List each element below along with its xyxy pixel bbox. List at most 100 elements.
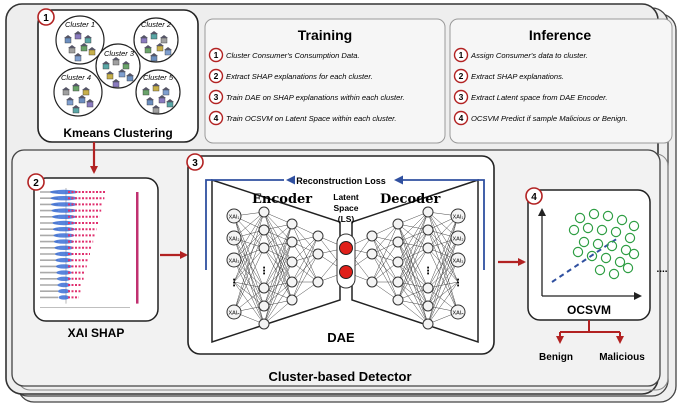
step-number: 2 bbox=[214, 71, 219, 81]
nn-connection bbox=[233, 281, 265, 307]
consumer-icon bbox=[68, 47, 76, 54]
nn-connection bbox=[397, 299, 429, 325]
hidden-node bbox=[312, 230, 324, 242]
nn-connection bbox=[291, 223, 319, 283]
shap-plot bbox=[40, 188, 139, 308]
nn-connection bbox=[291, 241, 319, 283]
decoder-label: Decoder bbox=[380, 192, 440, 207]
consumer-icon bbox=[112, 81, 120, 88]
consumer-roof bbox=[74, 31, 82, 34]
hidden-node bbox=[258, 206, 270, 218]
input-node bbox=[226, 230, 242, 246]
nn-connection bbox=[263, 261, 293, 325]
benign-point bbox=[592, 238, 604, 250]
consumer-roof bbox=[146, 97, 154, 100]
benign-point bbox=[568, 224, 580, 236]
step-number: 4 bbox=[214, 113, 219, 123]
nn-connection bbox=[397, 211, 429, 283]
nn-connection bbox=[371, 223, 399, 255]
hidden-node bbox=[392, 276, 404, 288]
nn-connection bbox=[263, 223, 293, 307]
consumer-icon bbox=[140, 37, 148, 44]
consumer-icon bbox=[86, 101, 94, 108]
consumer-icon bbox=[152, 107, 160, 114]
training-title: Training bbox=[298, 27, 352, 43]
nn-connection bbox=[371, 241, 399, 283]
benign-label: Benign bbox=[539, 352, 573, 363]
shap-blue-points bbox=[51, 202, 77, 207]
nn-connection bbox=[371, 253, 399, 301]
shap-blue-points bbox=[56, 270, 72, 275]
nn-connection bbox=[427, 259, 459, 307]
nn-connection bbox=[263, 281, 293, 325]
latent-label-2: Space bbox=[333, 203, 358, 213]
consumer-icon bbox=[72, 107, 80, 114]
consumer-icon bbox=[82, 89, 90, 96]
nn-connection bbox=[397, 261, 429, 289]
consumer-roof bbox=[164, 47, 172, 50]
nn-connection bbox=[397, 261, 429, 307]
hidden-node bbox=[422, 224, 434, 236]
nn-connection bbox=[263, 261, 293, 289]
nn-connection bbox=[427, 259, 459, 325]
consumer-icon bbox=[156, 45, 164, 52]
hidden-node bbox=[422, 300, 434, 312]
nn-connection bbox=[233, 229, 265, 283]
nn-connection bbox=[263, 261, 293, 307]
hidden-node bbox=[392, 218, 404, 230]
nn-connection bbox=[427, 281, 459, 307]
step-number-circle bbox=[208, 89, 224, 105]
consumer-roof bbox=[150, 31, 158, 34]
output-node bbox=[450, 230, 466, 246]
shap-blue-points bbox=[52, 220, 76, 226]
shap-blue-points bbox=[50, 189, 78, 195]
benign-point bbox=[628, 220, 640, 232]
consumer-icon bbox=[166, 101, 174, 108]
consumer-icon bbox=[142, 89, 150, 96]
nn-connection bbox=[233, 281, 265, 325]
hidden-node bbox=[258, 300, 270, 312]
benign-point bbox=[596, 224, 608, 236]
consumer-roof bbox=[166, 99, 174, 102]
node-label: XAI₂ bbox=[229, 237, 240, 243]
consumer-icon bbox=[152, 85, 160, 92]
nn-connection bbox=[233, 247, 265, 283]
hidden-node bbox=[258, 282, 270, 294]
nn-connection bbox=[263, 241, 293, 325]
nn-connection bbox=[397, 211, 429, 301]
step-badge-1: 1 bbox=[37, 8, 55, 26]
cluster-label: Cluster 4 bbox=[61, 73, 91, 82]
step-number: 3 bbox=[214, 92, 219, 102]
consumer-icon bbox=[126, 75, 134, 82]
hidden-node bbox=[286, 256, 298, 268]
step-text: Extract SHAP explanations. bbox=[471, 72, 564, 81]
nn-connection bbox=[427, 247, 459, 313]
cluster-label: Cluster 1 bbox=[65, 20, 95, 29]
latent-node bbox=[339, 241, 353, 255]
step-number: 1 bbox=[459, 50, 464, 60]
step-number: 4 bbox=[459, 113, 464, 123]
consumer-roof bbox=[144, 45, 152, 48]
benign-point bbox=[574, 212, 586, 224]
shap-blue-points bbox=[52, 214, 76, 219]
nn-connection bbox=[233, 247, 265, 313]
inference-box bbox=[449, 18, 673, 144]
nn-connection bbox=[233, 229, 265, 313]
step-text: Assign Consumer's data to cluster. bbox=[470, 51, 588, 60]
hidden-node bbox=[258, 242, 270, 254]
nn-connection bbox=[427, 281, 459, 325]
output-node bbox=[450, 304, 466, 320]
consumer-icon bbox=[66, 99, 74, 106]
benign-point bbox=[600, 252, 612, 264]
node-label: XAI₃ bbox=[452, 259, 463, 265]
step-text: Train OCSVM on Latent Space within each … bbox=[226, 114, 397, 123]
consumer-roof bbox=[162, 87, 170, 90]
ocsvm-ellipsis: .... bbox=[656, 264, 667, 275]
reconstruction-right-line bbox=[394, 175, 485, 270]
nn-connection bbox=[397, 229, 429, 263]
benign-point bbox=[606, 240, 618, 252]
benign-point bbox=[616, 214, 628, 226]
svg-text:1: 1 bbox=[43, 13, 49, 24]
hidden-node bbox=[392, 294, 404, 306]
input-node bbox=[226, 208, 242, 224]
